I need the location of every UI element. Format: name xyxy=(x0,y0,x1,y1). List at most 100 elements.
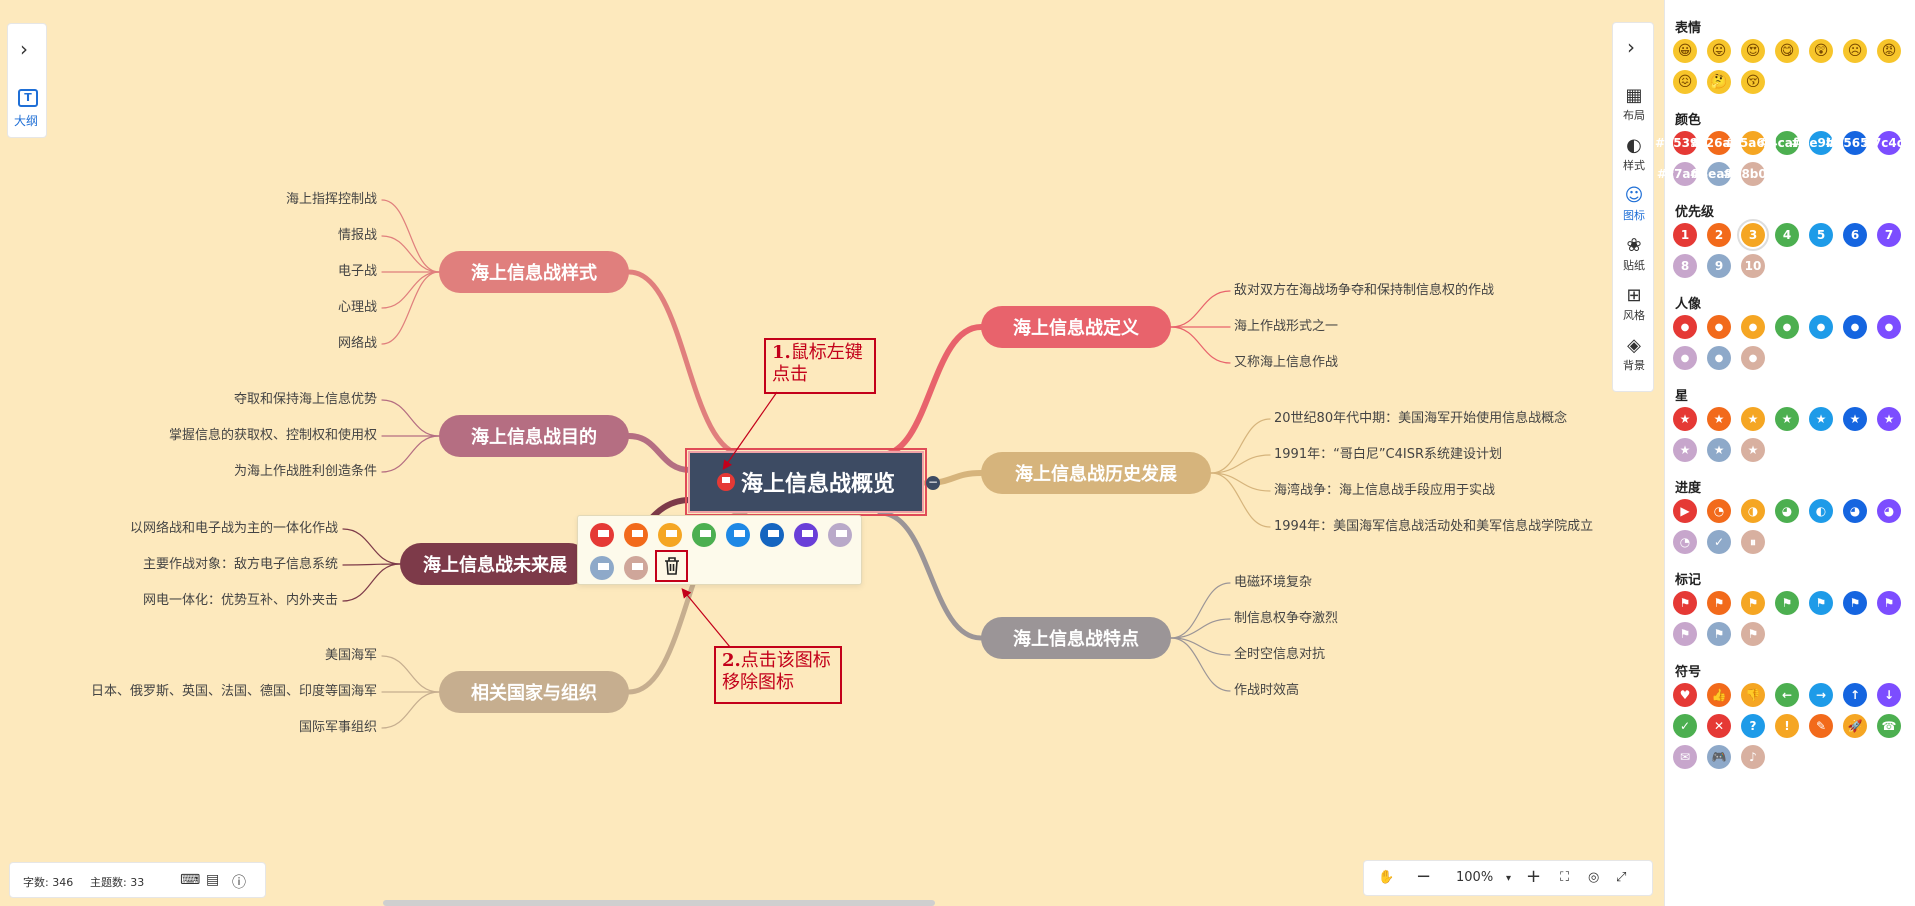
person-icon[interactable]: ● xyxy=(1741,315,1765,339)
progress-icon[interactable]: ◔ xyxy=(1673,530,1697,554)
zoom-in-button[interactable]: + xyxy=(1526,866,1542,887)
zoom-level[interactable]: 100% xyxy=(1456,870,1494,885)
progress-icon[interactable]: ✓ xyxy=(1707,530,1731,554)
priority-icon[interactable]: 3 xyxy=(1737,219,1769,251)
leaf[interactable]: 为海上作战胜利创造条件 xyxy=(233,464,377,479)
symbol-icon[interactable]: 🎮 xyxy=(1707,745,1731,769)
symbol-icon[interactable]: → xyxy=(1809,683,1833,707)
priority-icon[interactable]: 7 xyxy=(1877,223,1901,247)
progress-icon[interactable]: ◕ xyxy=(1877,499,1901,523)
leaf[interactable]: 国际军事组织 xyxy=(298,720,377,735)
symbol-icon[interactable]: ✕ xyxy=(1707,714,1731,738)
branch-countries[interactable]: 相关国家与组织 xyxy=(439,671,629,713)
flag-icon[interactable]: ⚑ xyxy=(1741,591,1765,615)
star-icon[interactable]: ★ xyxy=(1707,407,1731,431)
chevron-right-icon[interactable]: › xyxy=(1627,35,1635,59)
info-icon[interactable]: ⓘ xyxy=(232,875,246,891)
branch-history[interactable]: 海上信息战历史发展 xyxy=(981,452,1211,494)
locate-icon[interactable]: ◎ xyxy=(1588,870,1600,885)
toolbar-smile[interactable]: ☺图标 xyxy=(1613,185,1655,223)
toolbar-sticker[interactable]: ❀贴纸 xyxy=(1613,235,1655,273)
star-icon[interactable]: ★ xyxy=(1843,407,1867,431)
layout-mini-icon[interactable]: ▤ xyxy=(206,872,220,888)
leaf[interactable]: 海上指挥控制战 xyxy=(285,192,377,207)
flag-option-icon[interactable] xyxy=(692,523,716,547)
person-icon[interactable]: ● xyxy=(1741,346,1765,370)
person-icon[interactable]: ● xyxy=(1707,346,1731,370)
emoji-icon[interactable]: 😀 xyxy=(1673,39,1697,63)
leaf[interactable]: 美国海军 xyxy=(324,648,377,663)
emoji-icon[interactable]: ☹ xyxy=(1843,39,1867,63)
symbol-icon[interactable]: ✎ xyxy=(1809,714,1833,738)
toolbar-grid[interactable]: ⊞风格 xyxy=(1613,285,1655,323)
flag-icon[interactable]: ⚑ xyxy=(1877,591,1901,615)
symbol-icon[interactable]: ↑ xyxy=(1843,683,1867,707)
star-icon[interactable]: ★ xyxy=(1741,438,1765,462)
leaf[interactable]: 电磁环境复杂 xyxy=(1234,575,1313,590)
toolbar-layout[interactable]: ▦布局 xyxy=(1613,85,1655,123)
color-dot-icon[interactable]: #d8b0a0 xyxy=(1723,162,1783,186)
emoji-icon[interactable]: 😖 xyxy=(1673,70,1697,94)
zoom-out-button[interactable]: − xyxy=(1416,866,1432,887)
flag-option-icon[interactable] xyxy=(658,523,682,547)
emoji-icon[interactable]: 😛 xyxy=(1707,39,1731,63)
symbol-icon[interactable]: 👎 xyxy=(1741,683,1765,707)
person-icon[interactable]: ● xyxy=(1775,315,1799,339)
leaf[interactable]: 主要作战对象：敌方电子信息系统 xyxy=(142,557,338,572)
leaf[interactable]: 20世纪80年代中期：美国海军开始使用信息战概念 xyxy=(1274,411,1568,426)
horizontal-scrollbar[interactable] xyxy=(383,900,935,906)
priority-icon[interactable]: 1 xyxy=(1673,223,1697,247)
person-icon[interactable]: ● xyxy=(1809,315,1833,339)
leaf[interactable]: 网络战 xyxy=(337,336,377,351)
priority-icon[interactable]: 6 xyxy=(1843,223,1867,247)
leaf[interactable]: 日本、俄罗斯、英国、法国、德国、印度等国海军 xyxy=(90,684,377,699)
flag-icon[interactable] xyxy=(716,473,735,491)
outline-label[interactable]: 大纲 xyxy=(14,114,39,128)
branch-future[interactable]: 海上信息战未来展 xyxy=(400,543,590,585)
flag-option-icon[interactable] xyxy=(590,556,614,580)
flag-icon[interactable]: ⚑ xyxy=(1809,591,1833,615)
toolbar-layers[interactable]: ◈背景 xyxy=(1613,335,1655,373)
flag-icon[interactable]: ⚑ xyxy=(1707,591,1731,615)
symbol-icon[interactable]: ☎ xyxy=(1877,714,1901,738)
flag-option-icon[interactable] xyxy=(760,523,784,547)
star-icon[interactable]: ★ xyxy=(1707,438,1731,462)
progress-icon[interactable]: ◔ xyxy=(1707,499,1731,523)
flag-option-icon[interactable] xyxy=(624,556,648,580)
flag-option-icon[interactable] xyxy=(794,523,818,547)
person-icon[interactable]: ● xyxy=(1877,315,1901,339)
progress-icon[interactable]: ◑ xyxy=(1741,499,1765,523)
priority-icon[interactable]: 2 xyxy=(1707,223,1731,247)
priority-icon[interactable]: 9 xyxy=(1707,254,1731,278)
color-dot-icon[interactable]: #7c4dff xyxy=(1863,131,1915,155)
progress-icon[interactable]: ◕ xyxy=(1775,499,1799,523)
leaf[interactable]: 以网络战和电子战为主的一体化作战 xyxy=(129,521,338,536)
emoji-icon[interactable]: 😡 xyxy=(1877,39,1901,63)
branch-style[interactable]: 海上信息战样式 xyxy=(439,251,629,293)
flag-icon[interactable]: ⚑ xyxy=(1707,622,1731,646)
fit-screen-icon[interactable]: ⛶ xyxy=(1560,870,1570,885)
emoji-icon[interactable]: 😚 xyxy=(1741,70,1765,94)
star-icon[interactable]: ★ xyxy=(1741,407,1765,431)
fullscreen-icon[interactable]: ⤢ xyxy=(1616,870,1627,885)
flag-icon[interactable]: ⚑ xyxy=(1741,622,1765,646)
flag-icon[interactable]: ⚑ xyxy=(1673,622,1697,646)
leaf[interactable]: 1991年：“哥白尼”C4ISR系统建设计划 xyxy=(1274,447,1503,462)
keyboard-icon[interactable]: ⌨ xyxy=(180,872,201,888)
leaf[interactable]: 掌握信息的获取权、控制权和使用权 xyxy=(168,428,377,443)
leaf[interactable]: 又称海上信息作战 xyxy=(1234,355,1339,370)
symbol-icon[interactable]: ! xyxy=(1775,714,1799,738)
flag-option-icon[interactable] xyxy=(726,523,750,547)
person-icon[interactable]: ● xyxy=(1673,315,1697,339)
star-icon[interactable]: ★ xyxy=(1877,407,1901,431)
chevron-right-icon[interactable]: › xyxy=(20,37,28,61)
flag-icon[interactable]: ⚑ xyxy=(1775,591,1799,615)
chevron-down-icon[interactable]: ▾ xyxy=(1506,873,1512,884)
leaf[interactable]: 心理战 xyxy=(337,300,377,315)
collapse-toggle[interactable]: − xyxy=(926,475,940,490)
symbol-icon[interactable]: 👍 xyxy=(1707,683,1731,707)
star-icon[interactable]: ★ xyxy=(1809,407,1833,431)
toolbar-palette[interactable]: ◐样式 xyxy=(1613,135,1655,173)
hand-icon[interactable]: ✋ xyxy=(1378,870,1395,885)
star-icon[interactable]: ★ xyxy=(1673,407,1697,431)
